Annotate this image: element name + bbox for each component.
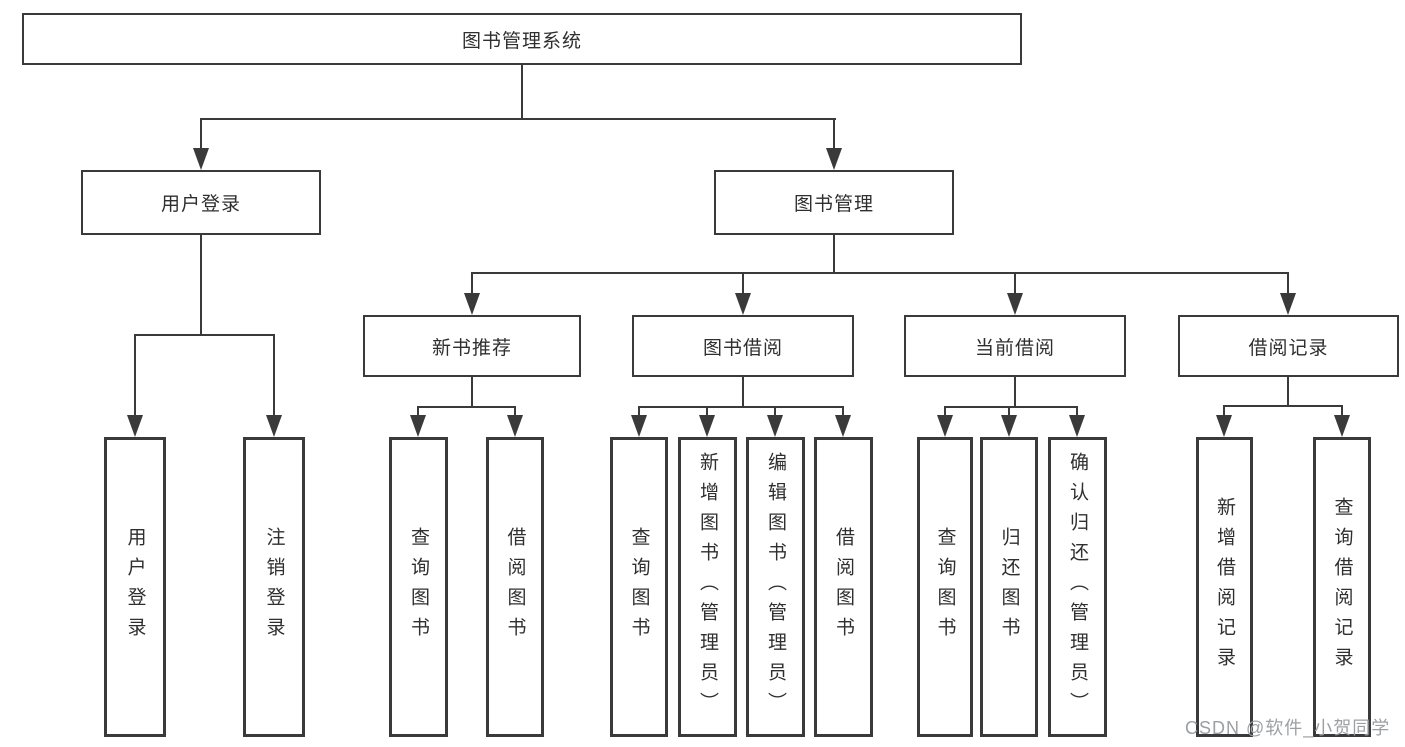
node-label: 归还图书 — [998, 527, 1020, 647]
arrow-down-icon — [193, 148, 209, 170]
arrow-down-icon — [699, 415, 715, 437]
connector-borrow-drop-1 — [638, 406, 640, 417]
arrow-down-icon — [507, 415, 523, 437]
node-label: 用户登录 — [160, 194, 241, 215]
connector-records-drop-2 — [1341, 405, 1343, 417]
arrow-down-icon — [266, 415, 282, 437]
arrow-down-icon — [1001, 415, 1017, 437]
connector-bookmgmt-bar — [471, 272, 1289, 274]
node-borrowing-records: 借阅记录 — [1178, 315, 1399, 377]
arrow-down-icon — [464, 293, 480, 315]
leaf-add-borrow-record: 新增借阅记录 — [1196, 437, 1253, 737]
node-new-book-recommendation: 新书推荐 — [363, 315, 581, 377]
node-label: 确认归还（管理员） — [1067, 452, 1088, 722]
node-label: 用户登录 — [124, 527, 146, 647]
leaf-query-borrow-record: 查询借阅记录 — [1313, 437, 1371, 737]
node-label: 新增借阅记录 — [1214, 497, 1235, 677]
connector-bookmgmt-drop-4 — [1287, 272, 1289, 294]
leaf-return-books: 归还图书 — [980, 437, 1038, 737]
connector-newrec-stem — [471, 377, 473, 408]
node-label: 查询图书 — [628, 527, 650, 647]
arrow-down-icon — [735, 293, 751, 315]
arrow-down-icon — [1216, 415, 1232, 437]
arrow-down-icon — [1280, 293, 1296, 315]
leaf-borrow-books-recommend: 借阅图书 — [486, 437, 544, 737]
node-label: 图书管理系统 — [461, 30, 582, 52]
node-label: 查询图书 — [408, 527, 429, 647]
connector-bookmgmt-drop-3 — [1014, 272, 1016, 294]
arrow-down-icon — [127, 415, 143, 437]
arrow-down-icon — [826, 148, 842, 170]
connector-borrow-stem — [742, 377, 744, 408]
connector-records-bar — [1223, 405, 1343, 407]
connector-bookmgmt-drop-1 — [471, 272, 473, 294]
arrow-down-icon — [410, 415, 426, 437]
node-label: 编辑图书（管理员） — [765, 452, 786, 722]
leaf-logout: 注销登录 — [243, 437, 305, 737]
connector-borrow-drop-2 — [706, 406, 708, 417]
connector-userlogin-drop-2 — [273, 334, 275, 416]
connector-newrec-drop-1 — [417, 406, 419, 417]
connector-bookmgmt-drop-2 — [742, 272, 744, 294]
connector-root-left-drop — [200, 118, 202, 150]
leaf-confirm-return-admin: 确认归还（管理员） — [1048, 437, 1107, 737]
node-label: 查询借阅记录 — [1331, 497, 1353, 677]
connector-borrow-drop-4 — [842, 406, 844, 417]
connector-current-drop-3 — [1076, 406, 1078, 417]
node-label: 当前借阅 — [974, 337, 1055, 359]
connector-newrec-drop-2 — [514, 406, 516, 417]
node-user-login: 用户登录 — [81, 170, 321, 235]
connector-records-drop-1 — [1223, 405, 1225, 417]
arrow-down-icon — [631, 415, 647, 437]
connector-current-drop-2 — [1008, 406, 1010, 417]
arrow-down-icon — [767, 415, 783, 437]
connector-root-stem — [521, 65, 523, 120]
node-label: 图书借阅 — [702, 337, 783, 359]
node-book-borrowing: 图书借阅 — [632, 315, 854, 377]
node-library-management-system: 图书管理系统 — [22, 13, 1022, 65]
node-label: 查询图书 — [934, 527, 956, 647]
node-label: 注销登录 — [263, 527, 285, 647]
arrow-down-icon — [835, 415, 851, 437]
connector-borrow-drop-3 — [774, 406, 776, 417]
leaf-edit-books-admin: 编辑图书（管理员） — [746, 437, 805, 737]
connector-userlogin-bar — [134, 334, 275, 336]
connector-current-stem — [1014, 377, 1016, 408]
arrow-down-icon — [1334, 415, 1350, 437]
node-label: 新增图书（管理员） — [697, 452, 718, 722]
node-current-borrowing: 当前借阅 — [904, 315, 1126, 377]
connector-root-bar — [200, 118, 836, 120]
node-label: 图书管理 — [793, 194, 874, 215]
connector-root-right-drop — [833, 118, 835, 150]
connector-userlogin-drop-1 — [134, 334, 136, 416]
leaf-query-books-borrow: 查询图书 — [610, 437, 668, 737]
arrow-down-icon — [937, 415, 953, 437]
node-label: 借阅图书 — [833, 527, 854, 647]
connector-records-stem — [1287, 377, 1289, 407]
connector-current-drop-1 — [944, 406, 946, 417]
node-label: 借阅图书 — [504, 527, 526, 647]
arrow-down-icon — [1007, 293, 1023, 315]
leaf-query-books-current: 查询图书 — [917, 437, 973, 737]
connector-bookmgmt-stem — [833, 235, 835, 274]
connector-borrow-bar — [638, 406, 844, 408]
connector-current-bar — [944, 406, 1078, 408]
leaf-user-login: 用户登录 — [104, 437, 166, 737]
connector-newrec-bar — [418, 406, 516, 408]
leaf-query-books-recommend: 查询图书 — [389, 437, 448, 737]
watermark: CSDN @软件_小贺同学 — [1185, 718, 1391, 738]
node-label: 借阅记录 — [1248, 337, 1329, 359]
leaf-add-books-admin: 新增图书（管理员） — [678, 437, 737, 737]
node-label: 新书推荐 — [431, 337, 512, 359]
leaf-borrow-books: 借阅图书 — [814, 437, 873, 737]
arrow-down-icon — [1069, 415, 1085, 437]
node-book-management: 图书管理 — [714, 170, 954, 235]
connector-userlogin-stem — [200, 235, 202, 336]
